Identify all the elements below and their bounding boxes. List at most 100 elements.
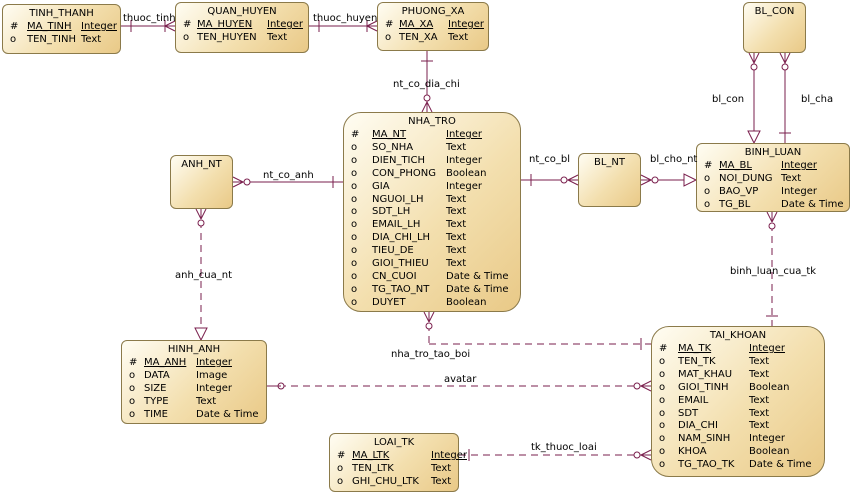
attribute-marker: o (351, 154, 358, 166)
attribute-name: TG_BL (719, 198, 751, 210)
attribute-marker: o (351, 270, 358, 282)
optional-circle-mark (425, 322, 433, 330)
attribute-name: TEN_HUYEN (197, 31, 257, 43)
attribute-type: Boolean (749, 446, 790, 458)
entity-title: BL_NT (593, 157, 626, 168)
relationship-label-bl-cho-nt: bl_cho_nt (650, 154, 698, 165)
entity-title: BINH_LUAN (744, 147, 802, 158)
relationship-label-nt-co-dia-chi: nt_co_dia_chi (393, 79, 460, 90)
attribute-marker: # (659, 343, 668, 354)
attribute-type: Boolean (749, 381, 790, 393)
subtype-triangle-mark (194, 327, 208, 342)
attribute-type: Text (446, 219, 467, 231)
attribute-marker: # (385, 19, 394, 30)
attribute-marker: o (659, 407, 666, 419)
attribute-name: MA_BL (719, 160, 752, 171)
attribute-type: Integer (431, 450, 467, 461)
attribute-marker: o (659, 368, 666, 380)
attribute-type: Text (196, 395, 217, 407)
attribute-name: TIME (144, 408, 169, 420)
attribute-marker: o (337, 475, 344, 487)
attribute-type: Text (749, 420, 770, 432)
bl-nt-entity[interactable]: BL_NT (578, 153, 641, 207)
crows-foot-mark (766, 211, 773, 223)
crows-foot-mark (428, 311, 435, 323)
anh-nt-entity[interactable]: ANH_NT (170, 155, 233, 209)
attribute-type: Integer (749, 433, 785, 445)
attribute-marker: o (351, 245, 358, 257)
attribute-type: Boolean (446, 296, 487, 308)
attribute-type: Text (749, 394, 770, 406)
attribute-type: Integer (196, 382, 232, 394)
entity-title: ANH_NT (181, 159, 222, 170)
attribute-name: BAO_VP (719, 185, 759, 197)
attribute-marker: o (351, 206, 358, 218)
crows-foot-mark (640, 380, 652, 387)
attribute-marker: # (183, 19, 192, 30)
crows-foot-mark (779, 52, 786, 64)
entity-title: PHUONG_XA (401, 6, 465, 17)
bl-con-entity[interactable]: BL_CON (743, 2, 806, 53)
attribute-marker: o (129, 395, 136, 407)
attribute-name: SDT_LH (372, 206, 411, 218)
crows-foot-mark (164, 25, 176, 32)
attribute-name: MA_TINH (27, 21, 72, 32)
attribute-type: Integer (781, 160, 817, 171)
attribute-name: TEN_TK (678, 355, 716, 367)
crows-foot-mark (640, 174, 652, 181)
crows-foot-mark (640, 449, 652, 456)
attribute-name: DIEN_TICH (372, 154, 426, 166)
optional-circle-mark (768, 222, 776, 230)
attribute-name: DUYET (372, 296, 406, 308)
attribute-name: EMAIL_LH (372, 219, 421, 231)
entity-title: NHA_TRO (408, 116, 456, 127)
crows-foot-mark (640, 179, 652, 186)
attribute-type: Text (446, 258, 467, 269)
attribute-marker: o (659, 433, 666, 445)
crows-foot-mark (232, 181, 244, 188)
attribute-name: MA_TK (678, 343, 712, 354)
attribute-marker: o (704, 172, 711, 184)
attribute-type: Text (446, 232, 467, 244)
attribute-name: DIA_CHI (678, 420, 718, 432)
attribute-marker: o (659, 355, 666, 367)
attribute-marker: o (351, 232, 358, 244)
attribute-marker: o (385, 31, 392, 43)
attribute-name: NOI_DUNG (719, 172, 773, 184)
attribute-name: DIA_CHI_LH (372, 232, 431, 244)
crows-foot-mark (784, 52, 791, 64)
attribute-type: Text (446, 141, 467, 153)
optional-circle-mark (197, 219, 205, 227)
optional-circle-mark (651, 176, 659, 184)
crows-foot-mark (567, 174, 579, 181)
attribute-marker: o (183, 31, 190, 43)
attribute-name: SIZE (144, 382, 167, 394)
attribute-type: Text (749, 368, 770, 380)
attribute-marker: o (351, 193, 358, 205)
entity-title: TAI_KHOAN (709, 330, 767, 341)
